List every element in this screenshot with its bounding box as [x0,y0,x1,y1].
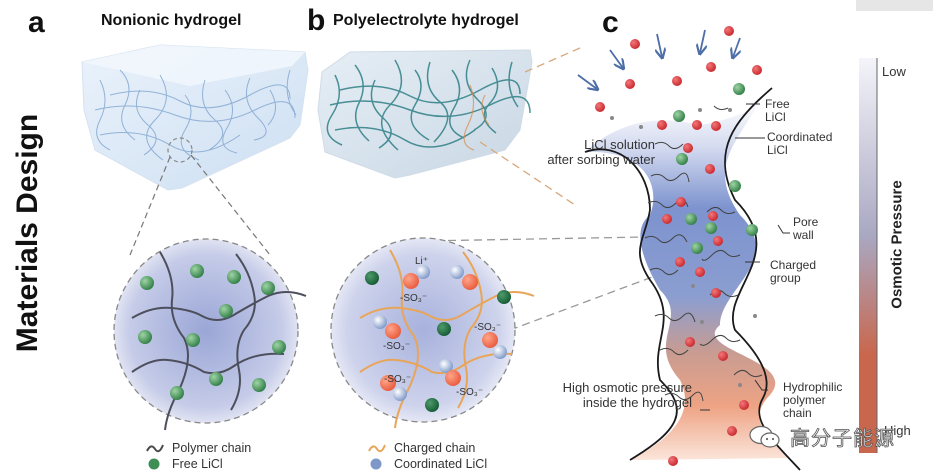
callout-text: Free [765,97,790,111]
callout-text: group [770,271,801,285]
legend-item-coordinated-licl: Coordinated LiCl [368,457,487,471]
li-ion-label: Li⁺ [415,256,429,267]
so3-label-2: -SO₃⁻ [474,322,502,333]
callout-text: wall [793,228,814,242]
callout-pore-wall: Pore wall [793,216,818,242]
legend-item-charged-chain: Charged chain [368,441,487,455]
legend-a: Polymer chain Free LiCl [146,441,251,471]
solution-label-line2: after sorbing water [547,152,655,167]
panel-a-letter: a [28,6,45,39]
callout-text: polymer [783,393,826,407]
callout-free-licl: Free LiCl [765,98,790,124]
so3-label-5: -SO₃⁻ [456,387,484,398]
legend-item-polymer-chain: Polymer chain [146,441,251,455]
callout-text: Coordinated [767,130,833,144]
panel-b-letter: b [307,4,326,37]
callout-text: Pore [793,215,819,229]
legend-label: Free LiCl [172,457,223,471]
panel-a-title: Nonionic hydrogel [101,12,242,29]
panel-c-letter: c [602,6,619,39]
watermark-text: 高分子能源 [790,428,895,451]
callout-coordinated-licl: Coordinated LiCl [767,131,832,157]
zoom-lines-circle-to-c [421,236,656,331]
free-licl-balls-c [673,83,758,254]
polyelectrolyte-gel-block [317,49,533,179]
nonionic-gel-block [81,44,309,191]
polymer-chain-icon [146,444,164,453]
callout-text: chain [783,406,812,420]
zoom-lines-a [129,154,271,256]
callout-text: LiCl [765,110,786,124]
legend-label: Charged chain [394,441,476,455]
high-osmotic-line2: inside the hydrogel [582,395,692,410]
callout-hydrophilic-chain: Hydrophilic polymer chain [783,381,842,420]
legend-item-free-licl: Free LiCl [146,457,251,471]
callout-text: Hydrophilic [783,380,843,394]
nonionic-zoom-circle [113,238,307,431]
legend-b: Charged chain Coordinated LiCl [368,441,487,471]
wechat-icon [749,425,780,448]
free-licl-icon [148,458,160,470]
coordinated-pairs-b [373,265,507,401]
solution-label: LiCl solution after sorbing water [535,137,655,167]
coordinated-licl-icon [370,458,382,470]
so3-label-3: -SO₃⁻ [383,341,411,352]
polyelectrolyte-zoom-circle [330,237,535,429]
callout-text: Charged [770,258,817,272]
panel-b-title: Polyelectrolyte hydrogel [333,12,519,29]
legend-label: Polymer chain [172,441,252,455]
high-osmotic-label: High osmotic pressure inside the hydroge… [532,380,692,410]
free-licl-balls-b [365,271,511,412]
legend-label: Coordinated LiCl [394,457,488,471]
so3-label-1: -SO₃⁻ [400,293,428,304]
pressure-scale [859,58,878,453]
scale-title-wrap: Osmotic Pressure [822,180,933,308]
pore-channel [577,26,801,471]
zoom-lines-b-to-c [479,47,581,206]
callout-text: LiCl [767,143,788,157]
high-osmotic-line1: High osmotic pressure [562,380,692,395]
callout-charged-group: Charged group [770,259,816,285]
free-licl-balls-a [138,264,286,400]
corner-box [856,0,933,11]
charged-chain-icon [368,444,386,453]
so3-label-4: -SO₃⁻ [384,374,412,385]
scale-high-label: High [884,423,911,438]
watermark: 高分子能源 [748,422,895,451]
scale-low-label: Low [882,64,906,79]
solution-label-line1: LiCl solution [584,137,655,152]
scale-title: Osmotic Pressure [888,179,906,309]
water-molecules [595,26,762,466]
